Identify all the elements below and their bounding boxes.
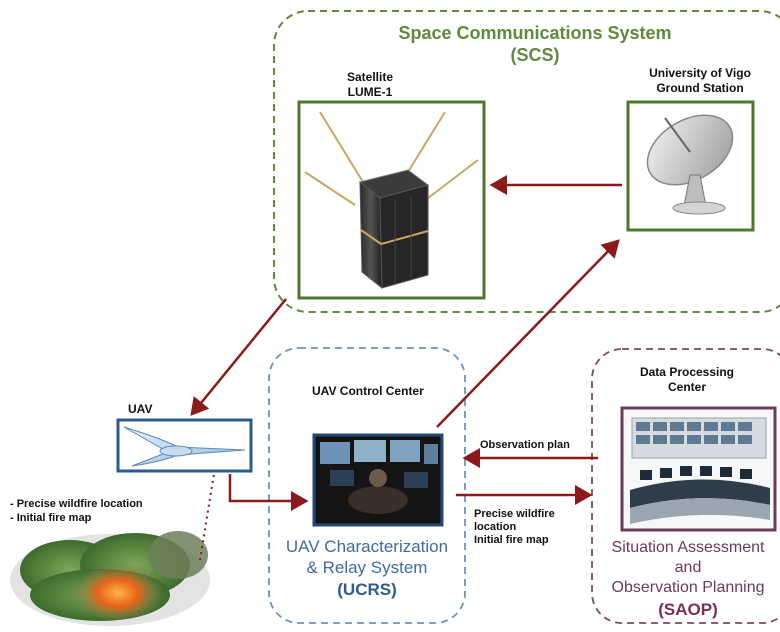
ucrs-control-room-image (312, 433, 444, 527)
ucrs-name-line1: UAV Characterization (285, 537, 449, 556)
scs-title: Space Communications System (SCS) (370, 22, 700, 66)
precise-wildfire-line1: Precise wildfire (474, 508, 555, 520)
ground-station-label-line2: Ground Station (656, 81, 744, 95)
scs-title-line2: (SCS) (510, 45, 560, 65)
ucrs-name-line2: & Relay System (306, 558, 428, 577)
fire-to-uav-dotted-line (199, 473, 215, 561)
fire-info-line1: - Precise wildfire location (10, 498, 143, 510)
saop-name-line1: Situation Assessment and (611, 539, 765, 576)
satellite-label-line2: LUME-1 (347, 85, 393, 99)
saop-name: Situation Assessment and Observation Pla… (596, 538, 780, 622)
precise-wildfire-label: Precise wildfire location Initial fire m… (474, 508, 555, 547)
satellite-image (297, 100, 486, 300)
precise-wildfire-line2: location (474, 521, 517, 533)
saop-control-room-image (620, 406, 777, 532)
fire-info-line2: - Initial fire map (10, 512, 92, 524)
saop-header-line2: Center (667, 380, 706, 394)
ground-station-label-line1: University of Vigo (649, 66, 751, 80)
saop-header: Data Processing Center (612, 365, 762, 395)
ucrs-abbr: (UCRS) (337, 580, 397, 599)
ucrs-header: UAV Control Center (312, 384, 424, 398)
saop-name-line2: Observation Planning (611, 579, 765, 596)
arrow-uav-to-ucrs (228, 474, 309, 511)
saop-group-box (591, 348, 780, 624)
saop-header-line1: Data Processing (639, 365, 735, 379)
scs-title-line1: Space Communications System (398, 23, 672, 43)
wildfire-forest-image (10, 531, 210, 626)
uav-label: UAV (128, 402, 153, 416)
ucrs-name: UAV Characterization & Relay System (UCR… (274, 536, 460, 602)
uav-image (116, 418, 253, 473)
precise-wildfire-line3: Initial fire map (474, 534, 549, 546)
ground-station-label: University of Vigo Ground Station (620, 66, 780, 96)
ucrs-group-box (268, 347, 466, 624)
ground-station-image (626, 100, 755, 232)
arrow-satellite-to-uav (190, 298, 287, 416)
satellite-label: Satellite LUME-1 (330, 70, 410, 100)
saop-abbr: (SAOP) (658, 600, 718, 619)
observation-plan-label: Observation plan (480, 439, 570, 451)
fire-info: - Precise wildfire location - Initial fi… (10, 497, 143, 525)
arrow-ucrs-to-ground-station (436, 239, 620, 428)
satellite-label-line1: Satellite (346, 70, 394, 84)
